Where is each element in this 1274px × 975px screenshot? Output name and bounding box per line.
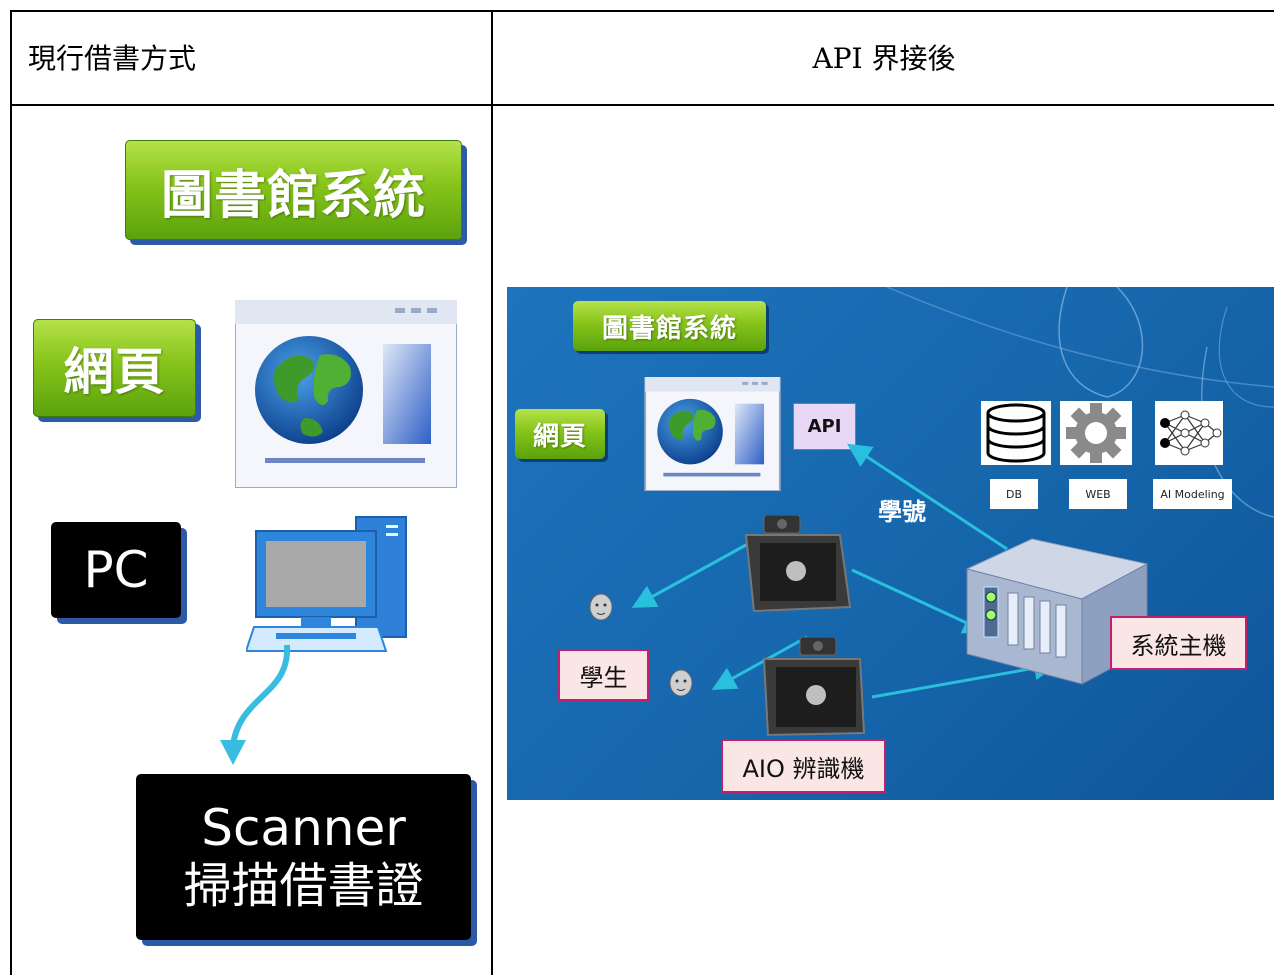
library-system-box: 圖書館系統 [125, 140, 462, 240]
flow-arrows [631, 443, 1058, 699]
aio-device-icon-1 [744, 515, 852, 613]
background-curves [886, 287, 1274, 518]
database-icon [981, 401, 1051, 465]
table-border-header [10, 104, 1274, 106]
header-after-api: API 界接後 [812, 42, 956, 75]
computer-icon [246, 516, 407, 652]
scanner-box: Scanner 掃描借書證 [136, 774, 471, 940]
library-system-label-right: 圖書館系統 [601, 313, 737, 344]
table-border-middle [491, 10, 493, 975]
library-system-label: 圖書館系統 [160, 165, 426, 226]
browser-globe-icon [235, 300, 457, 488]
scanner-label: Scanner [201, 799, 406, 857]
student-face-icon-1 [589, 593, 613, 621]
db-label: DB [990, 479, 1038, 509]
student-id-label: 學號 [878, 498, 926, 526]
student-face-icon-2 [669, 669, 693, 697]
ai-modeling-label: AI Modeling [1153, 479, 1232, 509]
api-label: API [807, 416, 842, 437]
library-system-box-right: 圖書館系統 [573, 301, 766, 351]
web-page-box-right: 網頁 [515, 409, 605, 459]
aio-device-icon-2 [762, 637, 866, 737]
table-border-top [10, 10, 1274, 12]
pc-label: PC [83, 541, 149, 599]
student-label: 學生 [558, 649, 649, 701]
web-label: WEB [1069, 479, 1127, 509]
api-box: API [793, 403, 856, 450]
web-page-box: 網頁 [33, 319, 196, 417]
web-page-label: 網頁 [63, 343, 166, 401]
api-integration-diagram: 圖書館系統 網頁 API [507, 287, 1274, 800]
aio-recognizer-label: AIO 辨識機 [721, 739, 886, 793]
table-border-left [10, 10, 12, 975]
header-current-method: 現行借書方式 [28, 42, 197, 75]
pc-box: PC [51, 522, 181, 618]
pc-to-scanner-arrow [220, 644, 291, 765]
system-host-label: 系統主機 [1110, 616, 1247, 670]
neural-network-icon [1155, 401, 1223, 465]
web-page-label-right: 網頁 [532, 421, 587, 452]
gear-icon [1060, 401, 1132, 465]
browser-globe-icon-small [644, 377, 781, 491]
scan-library-card-label: 掃描借書證 [183, 858, 424, 914]
